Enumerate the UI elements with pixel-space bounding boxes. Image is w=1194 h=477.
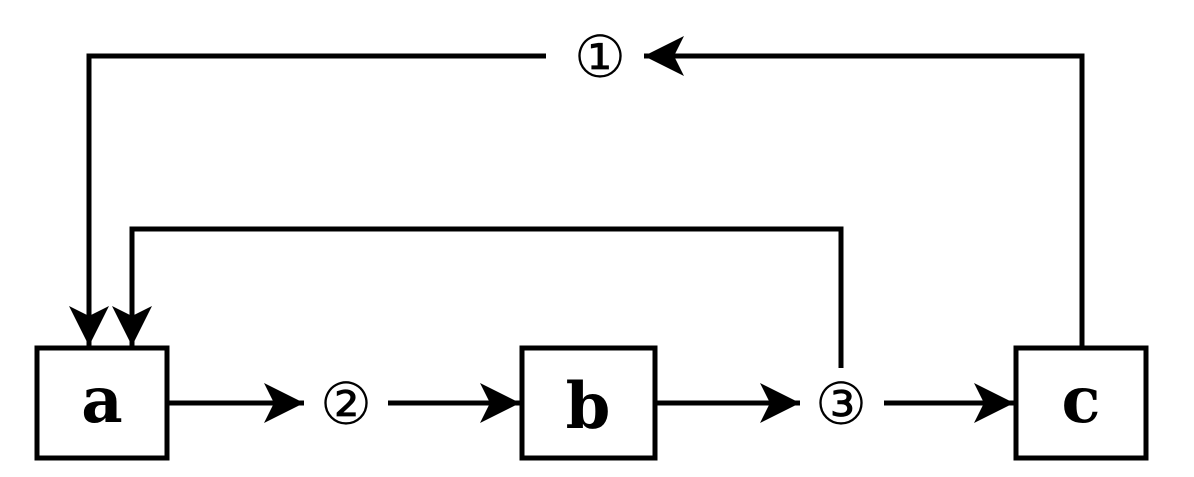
feedback-3-to-a [112,226,844,368]
marker-1: ① [574,23,626,91]
node-a-box [34,345,170,461]
node-b-label: b [566,369,611,444]
node-a-label: a [81,363,122,438]
feedback-1-to-a [69,53,546,346]
marker-2: ② [320,370,372,438]
marker-3: ③ [815,370,867,438]
node-b-box [519,345,658,461]
node-c-box [1013,345,1149,461]
node-c-label: c [1062,363,1101,438]
feedback-c-to-1 [644,36,1085,346]
